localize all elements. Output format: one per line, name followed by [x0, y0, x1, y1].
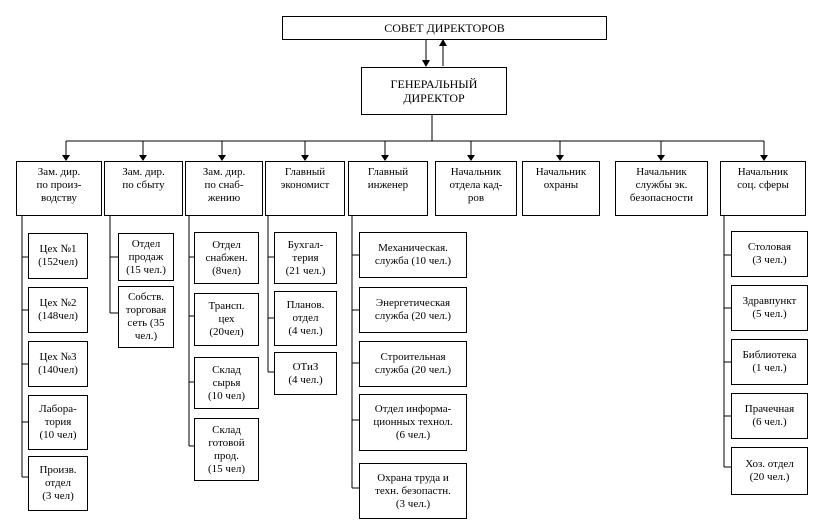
unit-box: Механическая. служба (10 чел.)	[359, 232, 467, 278]
unit-box: Бухгал- терия (21 чел.)	[274, 232, 337, 284]
unit-box: Хоз. отдел (20 чел.)	[731, 447, 808, 495]
unit-box: Лабора- тория (10 чел)	[28, 395, 88, 450]
unit-box: Произв. отдел (3 чел)	[28, 456, 88, 511]
board-label: СОВЕТ ДИРЕКТОРОВ	[384, 21, 505, 35]
unit-box: ОТиЗ (4 чел.)	[274, 352, 337, 395]
head-econsec: Начальник службы эк. безопасности	[615, 161, 708, 216]
unit-box: Склад сырья (10 чел)	[194, 357, 259, 409]
unit-box: Энергетическая служба (20 чел.)	[359, 287, 467, 333]
unit-box: Библиотека (1 чел.)	[731, 339, 808, 385]
head-engineer: Главный инженер	[348, 161, 428, 216]
unit-box: Отдел продаж (15 чел.)	[118, 233, 174, 281]
unit-box: Здравпункт (5 чел.)	[731, 285, 808, 331]
ceo-box: ГЕНЕРАЛЬНЫЙ ДИРЕКТОР	[361, 67, 507, 115]
head-hr: Начальник отдела кад- ров	[435, 161, 517, 216]
head-security: Начальник охраны	[522, 161, 600, 216]
unit-box: Цех №2 (148чел)	[28, 287, 88, 333]
unit-box: Цех №1 (152чел)	[28, 233, 88, 279]
unit-box: Отдел снабжен. (8чел)	[194, 232, 259, 284]
unit-box: Отдел информа- ционных технол. (6 чел.)	[359, 394, 467, 451]
unit-box: Прачечная (6 чел.)	[731, 393, 808, 439]
unit-box: Собств. торговая сеть (35 чел.)	[118, 286, 174, 348]
head-production: Зам. дир. по произ- водству	[16, 161, 102, 216]
unit-box: Охрана труда и техн. безопастн. (3 чел.)	[359, 463, 467, 519]
unit-box: Строительная служба (20 чел.)	[359, 341, 467, 387]
head-supply: Зам. дир. по снаб- жению	[185, 161, 263, 216]
head-sales: Зам. дир. по сбыту	[104, 161, 183, 216]
unit-box: Трансп. цех (20чел)	[194, 293, 259, 346]
unit-box: Столовая (3 чел.)	[731, 231, 808, 277]
head-economist: Главный экономист	[265, 161, 345, 216]
unit-box: Цех №3 (140чел)	[28, 341, 88, 387]
ceo-label: ГЕНЕРАЛЬНЫЙ ДИРЕКТОР	[390, 77, 478, 105]
unit-box: Склад готовой прод. (15 чел)	[194, 418, 259, 481]
board-box: СОВЕТ ДИРЕКТОРОВ	[282, 16, 607, 40]
head-social: Начальник соц. сферы	[720, 161, 806, 216]
unit-box: Планов. отдел (4 чел.)	[274, 291, 337, 346]
